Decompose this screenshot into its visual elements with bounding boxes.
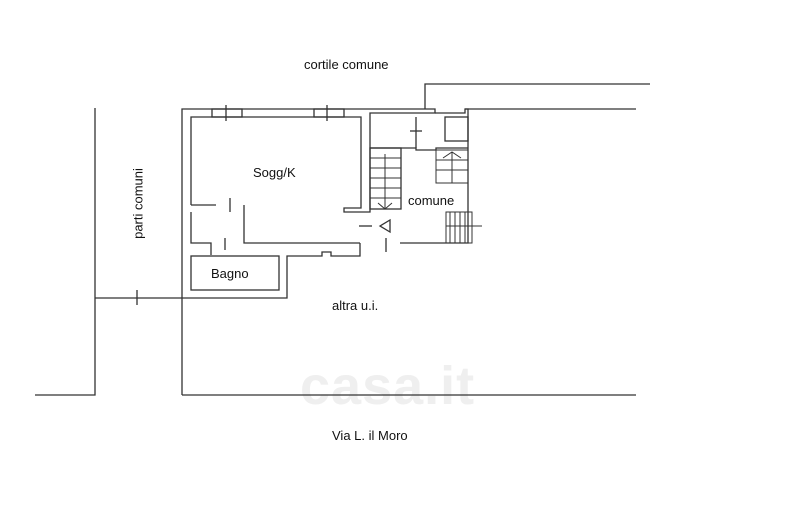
room-bagno <box>190 255 280 291</box>
boundary-courtyard <box>424 83 650 109</box>
label-street: Via L. il Moro <box>332 428 408 443</box>
boundary-left <box>35 108 96 396</box>
label-courtyard: cortile comune <box>304 57 389 72</box>
outer-wall <box>181 108 436 395</box>
room-comune <box>400 108 469 244</box>
label-living-kitchen: Sogg/K <box>253 165 296 180</box>
watermark-logo: casa.it <box>300 356 476 416</box>
label-common-parts: parti comuni <box>130 168 146 239</box>
label-other-unit: altra u.i. <box>332 298 379 313</box>
label-common: comune <box>408 193 455 208</box>
label-bathroom: Bagno <box>211 266 249 281</box>
